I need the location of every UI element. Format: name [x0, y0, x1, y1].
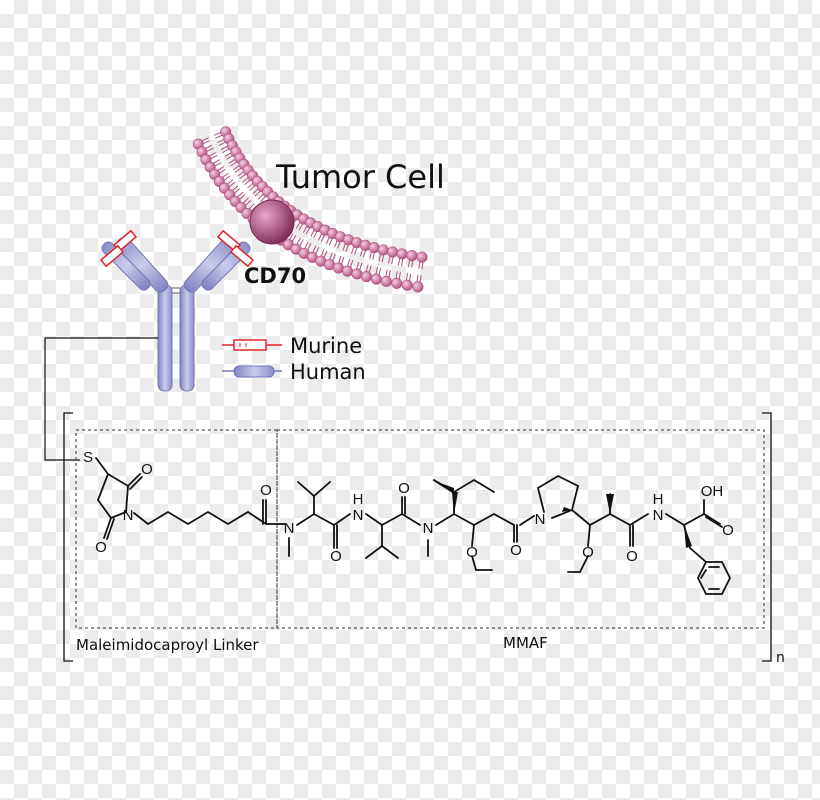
- svg-text:H: H: [653, 491, 664, 508]
- svg-text:N: N: [123, 507, 134, 524]
- svg-text:H: H: [353, 491, 364, 508]
- lipid-head: [361, 271, 373, 283]
- svg-text:O: O: [141, 461, 153, 478]
- tumor-cell-label: Tumor Cell: [275, 158, 445, 196]
- cd70-antigen: [249, 199, 295, 245]
- lipid-head: [380, 275, 392, 287]
- svg-text:O: O: [722, 522, 734, 539]
- svg-text:S: S: [83, 449, 93, 466]
- svg-text:O: O: [582, 544, 594, 561]
- svg-text:O: O: [260, 482, 272, 499]
- lipid-head: [368, 242, 380, 254]
- murine-variable-region-right: [216, 229, 255, 268]
- group-boxes: [75, 429, 765, 629]
- lipid-head: [387, 246, 399, 258]
- svg-text:OH: OH: [701, 483, 724, 500]
- legend-murine-label: Murine: [290, 334, 362, 358]
- linker-label: Maleimidocaproyl Linker: [76, 636, 259, 654]
- lipid-head: [351, 268, 363, 280]
- murine-variable-region-left: [99, 229, 138, 268]
- conjugation-line: [44, 337, 158, 461]
- lipid-head: [391, 277, 403, 289]
- svg-text:O: O: [466, 544, 478, 561]
- repeat-brackets: [63, 412, 772, 662]
- lipid-head: [332, 262, 344, 274]
- repeat-subscript: n: [776, 650, 785, 666]
- svg-text:N: N: [284, 520, 295, 537]
- svg-text:O: O: [95, 539, 107, 556]
- svg-text:N: N: [653, 507, 664, 524]
- svg-text:N: N: [423, 520, 434, 537]
- atom-labels: S O O N O N O N H O N O O N O O N H OH O: [83, 449, 734, 565]
- svg-text:O: O: [510, 542, 522, 559]
- molecular-structure: [95, 457, 732, 595]
- lipid-head: [377, 244, 389, 256]
- svg-text:O: O: [626, 548, 638, 565]
- lipid-head: [342, 265, 354, 277]
- antibody: [99, 229, 255, 392]
- cd70-label: CD70: [244, 264, 306, 288]
- lipid-head: [416, 251, 428, 263]
- lipid-head: [401, 279, 413, 291]
- svg-text:O: O: [398, 480, 410, 497]
- lipid-head: [406, 250, 418, 262]
- payload-label: MMAF: [503, 634, 548, 652]
- lipid-head: [412, 281, 424, 293]
- stereo-wedges: [432, 480, 692, 548]
- lipid-head: [370, 273, 382, 285]
- legend-human-label: Human: [290, 360, 366, 384]
- svg-text:N: N: [535, 511, 546, 528]
- legend: Murine Human: [222, 334, 366, 384]
- lipid-head: [396, 248, 408, 260]
- svg-text:N: N: [353, 507, 364, 524]
- svg-text:O: O: [330, 548, 342, 565]
